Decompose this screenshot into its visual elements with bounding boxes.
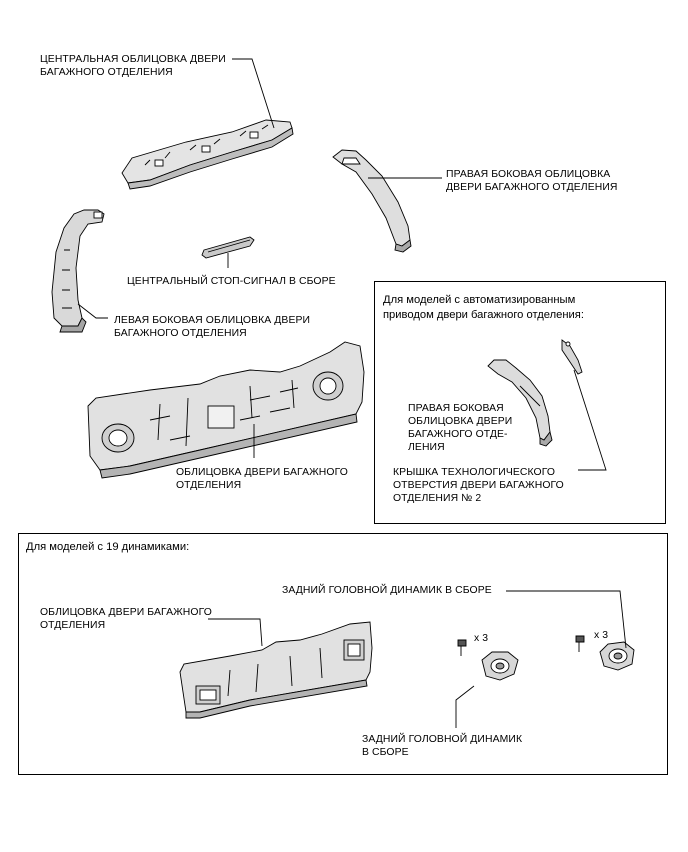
label-qty-right: x 3 <box>594 630 609 641</box>
center-trim-part <box>121 119 294 190</box>
power-right-side-trim-part <box>487 359 553 447</box>
service-hole-cover-part <box>561 339 583 375</box>
label-qty-left: x 3 <box>474 633 489 644</box>
label-speaker-door-trim: ОБЛИЦОВКА ДВЕРИ БАГАЖНОГО ОТДЕЛЕНИЯ <box>40 607 212 631</box>
label-center-trim: ЦЕНТРАЛЬНАЯ ОБЛИЦОВКА ДВЕРИ БАГАЖНОГО ОТ… <box>40 54 226 78</box>
label-service-hole-cover: КРЫШКА ТЕХНОЛОГИЧЕСКОГО ОТВЕРСТИЯ ДВЕРИ … <box>393 467 564 504</box>
label-power-right-side-trim: ПРАВАЯ БОКОВАЯ ОБЛИЦОВКА ДВЕРИ БАГАЖНОГО… <box>408 403 513 453</box>
label-speaker-bottom: ЗАДНИЙ ГОЛОВНОЙ ДИНАМИК В СБОРЕ <box>362 734 523 758</box>
label-door-trim: ОБЛИЦОВКА ДВЕРИ БАГАЖНОГО ОТДЕЛЕНИЯ <box>176 467 348 491</box>
leader-lines <box>77 58 627 728</box>
left-side-trim-part <box>51 209 105 333</box>
power-door-models-frame <box>374 281 666 524</box>
label-right-side-trim: ПРАВАЯ БОКОВАЯ ОБЛИЦОВКА ДВЕРИ БАГАЖНОГО… <box>446 169 618 193</box>
speaker-box-header: Для моделей с 19 динамиками: <box>26 541 190 553</box>
stop-lamp-part <box>201 236 255 259</box>
power-box-header: Для моделей с автоматизированным приводо… <box>383 294 584 321</box>
right-side-trim-part <box>332 149 412 253</box>
speaker-right-part <box>575 635 635 671</box>
speaker-door-trim-part <box>179 621 373 719</box>
label-left-side-trim: ЛЕВАЯ БОКОВАЯ ОБЛИЦОВКА ДВЕРИ БАГАЖНОГО … <box>114 315 311 339</box>
label-speaker-top: ЗАДНИЙ ГОЛОВНОЙ ДИНАМИК В СБОРЕ <box>282 585 492 596</box>
label-stop-lamp: ЦЕНТРАЛЬНЫЙ СТОП-СИГНАЛ В СБОРЕ <box>127 276 336 287</box>
nineteen-speaker-models-frame <box>18 533 668 775</box>
door-trim-part <box>87 341 365 479</box>
speaker-left-part <box>457 639 519 681</box>
